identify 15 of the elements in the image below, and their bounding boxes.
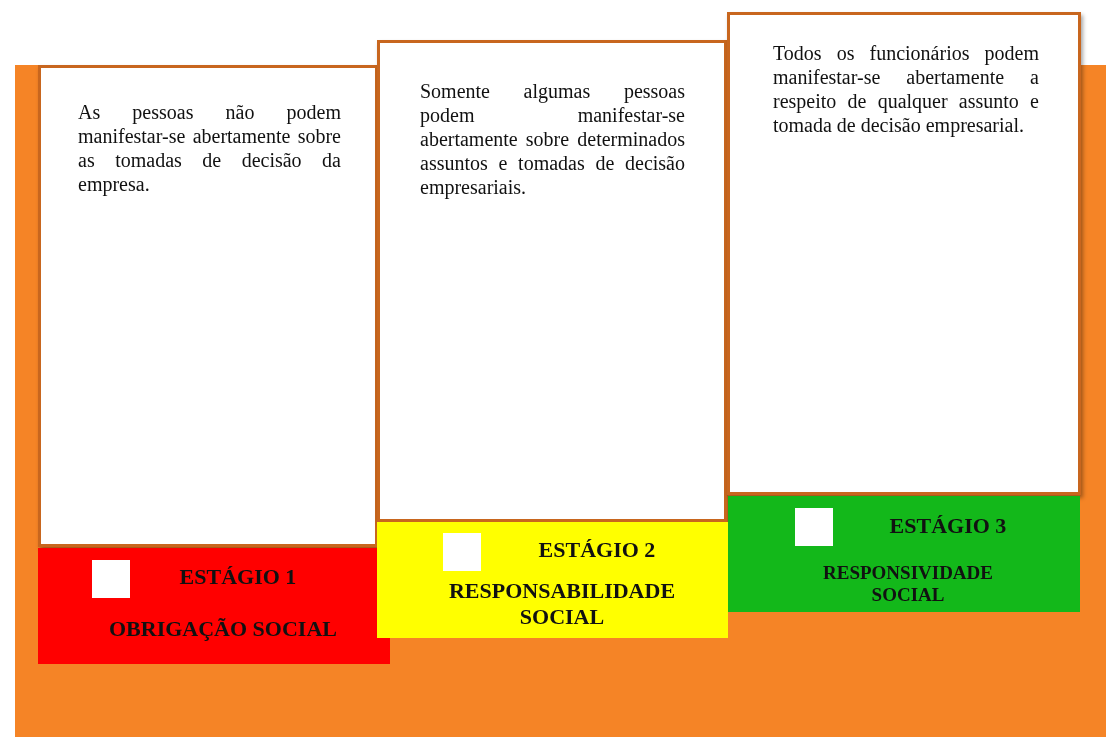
description-text: Todos os funcionários podem manifestar-se abertamente a respeito de qualquer assunto e tomada de decisão empresarial. [773,41,1039,137]
stage-band [377,522,728,638]
stage-name: OBRIGAÇÃO SOCIAL [108,616,338,642]
stage-title: ESTÁGIO 2 [537,537,657,563]
text-card [38,65,378,547]
description-text: As pessoas não podem manifestar-se abertamente sobre as tomadas de decisão da empresa. [78,100,341,196]
stage-name: RESPONSABILIDADE SOCIAL [447,578,677,630]
stage-name: RESPONSIVIDADE SOCIAL [822,562,994,606]
description-text: Somente algumas pessoas podem manifestar-se abertamente sobre determinados assuntos e tomadas de decisão empresariais. [420,79,685,199]
text-card [377,40,727,522]
stage-band [38,548,390,664]
stage-band [728,496,1080,612]
text-card [727,12,1081,495]
stage-title: ESTÁGIO 3 [888,513,1008,539]
stage-title: ESTÁGIO 1 [178,564,298,590]
